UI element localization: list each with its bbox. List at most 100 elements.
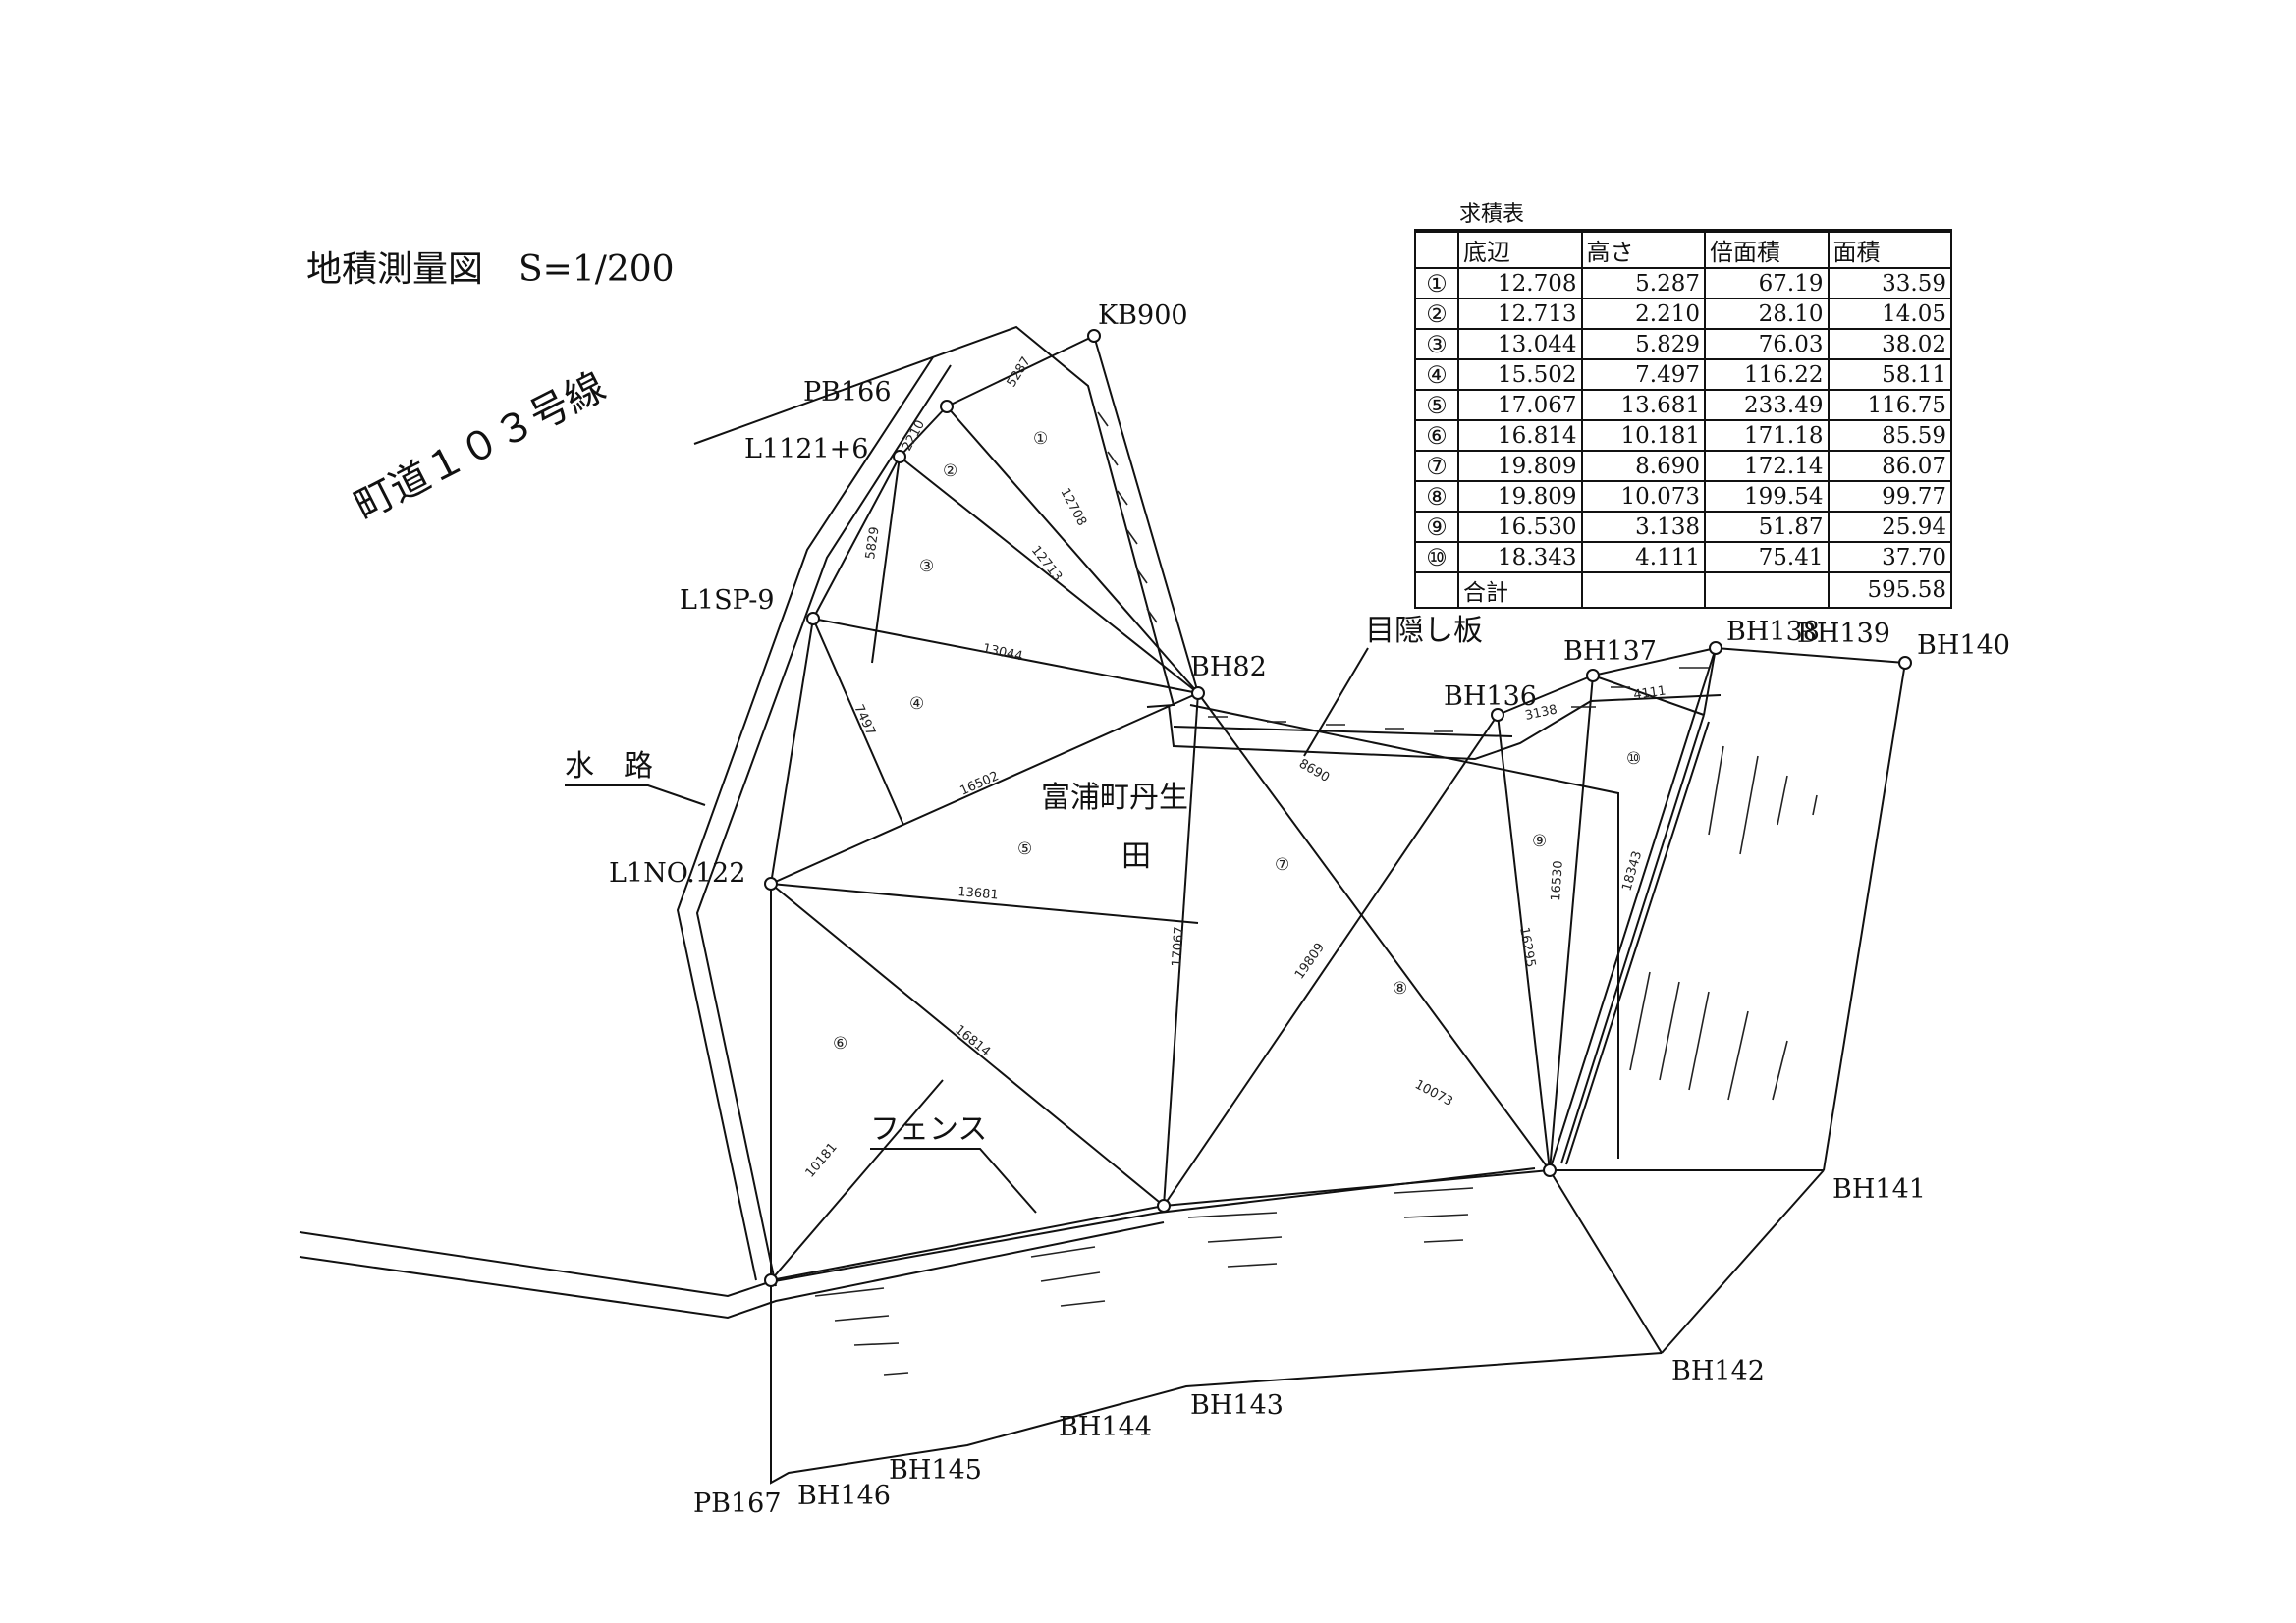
row-no: ③ bbox=[1414, 328, 1459, 360]
row-no: ② bbox=[1414, 298, 1459, 330]
table-row: ⑤ 17.067 13.681 233.49 116.75 bbox=[1414, 389, 1952, 421]
label-KB900: KB900 bbox=[1098, 300, 1188, 331]
row-base: 19.809 bbox=[1457, 480, 1583, 513]
area-calculation-table: 求積表 底辺 高さ 倍面積 面積 ① 12.708 5.287 67.19 33… bbox=[1414, 201, 1952, 609]
leader-lines bbox=[565, 647, 1369, 1214]
label-BH137: BH137 bbox=[1563, 636, 1657, 667]
label-BH138: BH138 bbox=[1726, 617, 1820, 647]
row-no: ⑤ bbox=[1414, 389, 1459, 421]
point-labels: KB900 PB166 L1121+6 L1SP-9 L1NO.122 BH82… bbox=[609, 300, 2010, 1519]
total-label: 合計 bbox=[1457, 571, 1583, 609]
header-area: 面積 bbox=[1827, 231, 1952, 269]
road-label: 町道１０３号線 bbox=[348, 364, 613, 529]
row-height: 7.497 bbox=[1580, 358, 1706, 391]
table-row: ③ 13.044 5.829 76.03 38.02 bbox=[1414, 328, 1952, 360]
screen-board-label: 目隠し板 bbox=[1365, 614, 1483, 648]
parcel-address: 富浦町丹生 bbox=[1041, 781, 1188, 815]
area-table-grid: 底辺 高さ 倍面積 面積 ① 12.708 5.287 67.19 33.59 … bbox=[1414, 231, 1952, 609]
dim-16814: 16814 bbox=[952, 1022, 993, 1059]
slope-hatching bbox=[1097, 411, 1709, 732]
label-BH143: BH143 bbox=[1190, 1390, 1284, 1421]
dim-4111: 4111 bbox=[1632, 684, 1667, 703]
tri-1: ① bbox=[1033, 429, 1048, 449]
header-height: 高さ bbox=[1580, 231, 1706, 269]
row-height: 3.138 bbox=[1580, 511, 1706, 543]
triangulation-lines bbox=[770, 335, 1906, 1485]
row-area: 86.07 bbox=[1827, 450, 1952, 482]
dim-5287: 5287 bbox=[1005, 354, 1034, 390]
row-no: ⑧ bbox=[1414, 480, 1459, 513]
table-row: ⑨ 16.530 3.138 51.87 25.94 bbox=[1414, 511, 1952, 543]
header-no bbox=[1414, 231, 1459, 269]
row-base: 19.809 bbox=[1457, 450, 1583, 482]
drawing-title: 地積測量図 S=1/200 bbox=[306, 249, 675, 290]
row-base: 18.343 bbox=[1457, 541, 1583, 573]
table-row: ⑥ 16.814 10.181 171.18 85.59 bbox=[1414, 419, 1952, 452]
row-height: 10.181 bbox=[1580, 419, 1706, 452]
total-empty-1 bbox=[1580, 571, 1706, 609]
row-height: 10.073 bbox=[1580, 480, 1706, 513]
row-area: 25.94 bbox=[1827, 511, 1952, 543]
row-base: 16.814 bbox=[1457, 419, 1583, 452]
row-area: 38.02 bbox=[1827, 328, 1952, 360]
table-row: ⑩ 18.343 4.111 75.41 37.70 bbox=[1414, 541, 1952, 573]
label-L1SP9: L1SP-9 bbox=[680, 585, 775, 616]
row-base: 13.044 bbox=[1457, 328, 1583, 360]
row-height: 5.287 bbox=[1580, 267, 1706, 299]
parcel-land-use: 田 bbox=[1121, 839, 1151, 874]
row-area: 58.11 bbox=[1827, 358, 1952, 391]
row-no: ④ bbox=[1414, 358, 1459, 391]
row-area: 33.59 bbox=[1827, 267, 1952, 299]
row-double-area: 76.03 bbox=[1704, 328, 1830, 360]
row-area: 85.59 bbox=[1827, 419, 1952, 452]
label-PB167: PB167 bbox=[693, 1488, 782, 1519]
parcel-area-box bbox=[1189, 704, 1619, 1159]
row-area: 116.75 bbox=[1827, 389, 1952, 421]
label-BH140: BH140 bbox=[1917, 630, 2010, 661]
table-row: ② 12.713 2.210 28.10 14.05 bbox=[1414, 298, 1952, 330]
row-no: ① bbox=[1414, 267, 1459, 299]
dim-16530: 16530 bbox=[1549, 860, 1566, 901]
dim-18343: 18343 bbox=[1619, 849, 1645, 893]
row-double-area: 51.87 bbox=[1704, 511, 1830, 543]
label-BH142: BH142 bbox=[1671, 1356, 1765, 1386]
row-no: ⑥ bbox=[1414, 419, 1459, 452]
dim-10181: 10181 bbox=[803, 1140, 841, 1180]
row-height: 8.690 bbox=[1580, 450, 1706, 482]
dim-8690: 8690 bbox=[1296, 756, 1332, 785]
dim-17067: 17067 bbox=[1170, 926, 1187, 967]
total-value: 595.58 bbox=[1827, 571, 1952, 609]
waterway-outline bbox=[676, 356, 952, 1287]
dim-5829: 5829 bbox=[863, 526, 882, 561]
label-BH82: BH82 bbox=[1190, 652, 1267, 682]
table-row: ① 12.708 5.287 67.19 33.59 bbox=[1414, 267, 1952, 299]
row-double-area: 233.49 bbox=[1704, 389, 1830, 421]
label-L1121: L1121+6 bbox=[744, 434, 868, 464]
dim-13044: 13044 bbox=[981, 641, 1024, 664]
dim-13681: 13681 bbox=[957, 885, 1000, 903]
label-PB166: PB166 bbox=[803, 377, 892, 407]
row-double-area: 199.54 bbox=[1704, 480, 1830, 513]
header-double-area: 倍面積 bbox=[1704, 231, 1830, 269]
row-base: 12.713 bbox=[1457, 298, 1583, 330]
dim-16295: 16295 bbox=[1516, 926, 1538, 968]
dim-2210: 2210 bbox=[900, 418, 928, 454]
row-double-area: 75.41 bbox=[1704, 541, 1830, 573]
tri-7: ⑦ bbox=[1275, 855, 1289, 875]
survey-points bbox=[764, 329, 1912, 1287]
tri-10: ⑩ bbox=[1626, 749, 1641, 769]
row-double-area: 172.14 bbox=[1704, 450, 1830, 482]
table-row: ④ 15.502 7.497 116.22 58.11 bbox=[1414, 358, 1952, 391]
row-base: 17.067 bbox=[1457, 389, 1583, 421]
row-area: 99.77 bbox=[1827, 480, 1952, 513]
label-BH139: BH139 bbox=[1797, 619, 1890, 649]
label-BH136: BH136 bbox=[1444, 681, 1537, 712]
row-base: 15.502 bbox=[1457, 358, 1583, 391]
dim-16502: 16502 bbox=[958, 769, 1002, 799]
header-base: 底辺 bbox=[1457, 231, 1583, 269]
label-BH146: BH146 bbox=[797, 1481, 891, 1511]
row-double-area: 116.22 bbox=[1704, 358, 1830, 391]
total-no bbox=[1414, 571, 1459, 609]
row-no: ⑩ bbox=[1414, 541, 1459, 573]
